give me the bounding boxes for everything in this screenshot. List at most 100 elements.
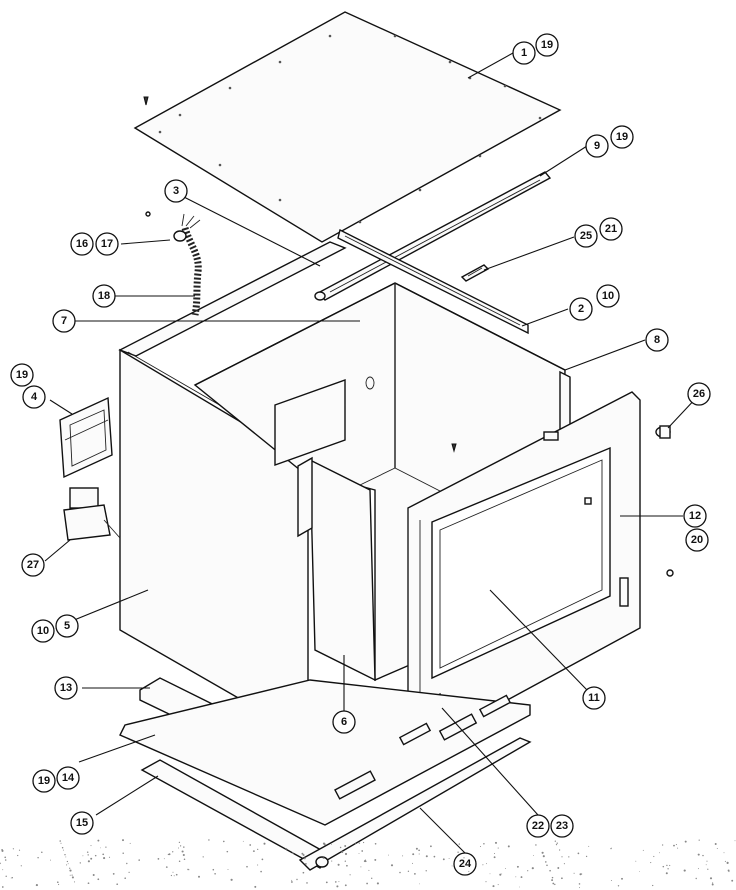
scan-speck	[361, 850, 364, 852]
scan-speck	[661, 844, 664, 846]
scan-speck	[69, 869, 72, 872]
scan-speck	[546, 864, 548, 867]
scan-speck	[227, 869, 229, 870]
scan-speck	[669, 864, 671, 867]
scan-speck	[527, 870, 529, 872]
scan-speck	[12, 848, 15, 850]
callout-number: 19	[541, 39, 553, 51]
scan-speck	[331, 843, 332, 845]
scan-speck	[67, 863, 69, 865]
scan-speck	[65, 856, 67, 858]
scan-speck	[214, 873, 216, 875]
scan-speck	[291, 879, 293, 881]
callout-number: 12	[689, 510, 701, 522]
scan-speck	[322, 857, 325, 859]
scan-speck	[263, 842, 266, 845]
callout-bubble	[164, 179, 188, 203]
scan-speck	[706, 860, 708, 862]
scan-speck	[675, 844, 677, 846]
scan-speck	[336, 885, 339, 888]
scan-speck	[659, 852, 661, 854]
scan-speck	[202, 856, 204, 858]
scan-noise	[0, 839, 736, 889]
scan-speck	[69, 867, 71, 869]
scan-speck	[87, 882, 90, 885]
callout-number: 8	[654, 334, 660, 346]
scan-speck	[415, 847, 418, 850]
scan-speck	[341, 851, 344, 854]
scan-speck	[363, 841, 365, 844]
scan-speck	[322, 842, 326, 845]
scan-speck	[183, 858, 186, 861]
callout-number: 10	[602, 290, 614, 302]
scan-speck	[64, 854, 66, 856]
scan-speck	[535, 844, 537, 846]
callout-number: 9	[594, 140, 600, 152]
scan-speck	[558, 849, 561, 851]
callout-number: 22	[532, 820, 544, 832]
scan-speck	[433, 855, 436, 858]
clip-part	[460, 264, 490, 282]
scan-speck	[418, 853, 420, 855]
scan-speck	[638, 870, 640, 872]
callout-bubble	[22, 385, 46, 409]
scan-speck	[374, 858, 377, 861]
scan-speck	[497, 847, 499, 849]
callout-bubble	[550, 814, 574, 838]
scan-speck	[457, 851, 459, 853]
back-top-rail	[337, 228, 529, 335]
scan-speck	[188, 869, 190, 871]
scan-speck	[112, 873, 115, 875]
scan-speck	[334, 881, 337, 883]
scan-speck	[653, 855, 655, 858]
callout-bubble	[70, 232, 94, 256]
callout-c13: 13	[54, 676, 78, 700]
callout-c9: 919	[585, 125, 634, 158]
scan-speck	[371, 877, 373, 879]
scan-speck	[588, 845, 590, 847]
callout-bubble	[569, 297, 593, 321]
scan-speck	[585, 855, 588, 858]
scan-speck	[303, 857, 306, 860]
callout-bubble	[56, 766, 80, 790]
scan-speck	[411, 862, 414, 864]
callout-bubble	[54, 676, 78, 700]
scan-speck	[58, 883, 60, 886]
scan-speck	[61, 847, 64, 849]
scan-speck	[684, 840, 687, 843]
scan-speck	[711, 883, 714, 886]
callout-bubble	[535, 33, 559, 57]
scan-speck	[617, 885, 620, 887]
scan-speck	[173, 875, 175, 877]
scan-speck	[260, 870, 262, 873]
scan-speck	[182, 853, 185, 857]
scan-speck	[73, 881, 76, 883]
scan-speck	[555, 843, 558, 846]
scan-speck	[62, 849, 64, 851]
bracket-part	[59, 396, 113, 479]
scan-speck	[128, 871, 130, 874]
scan-speck	[178, 841, 181, 844]
scan-speck	[563, 863, 565, 865]
scan-speck	[520, 876, 523, 879]
scan-speck	[344, 860, 346, 862]
scan-speck	[485, 881, 487, 883]
scan-speck	[734, 840, 736, 842]
scan-speck	[485, 863, 487, 865]
callout-bubble	[582, 686, 606, 710]
scan-speck	[425, 855, 428, 858]
leader-lines	[44, 52, 699, 854]
callout-bubble	[95, 232, 119, 256]
callout-c26: 26	[687, 382, 711, 406]
scan-speck	[458, 843, 460, 845]
scan-speck	[493, 856, 496, 859]
scan-speck	[86, 851, 89, 853]
inner-right-wall	[297, 456, 376, 682]
callout-number: 13	[60, 682, 72, 694]
scan-speck	[479, 845, 482, 848]
scan-speck	[100, 847, 101, 849]
scan-speck	[374, 842, 377, 845]
scan-speck	[561, 856, 563, 858]
scan-speck	[87, 854, 89, 856]
